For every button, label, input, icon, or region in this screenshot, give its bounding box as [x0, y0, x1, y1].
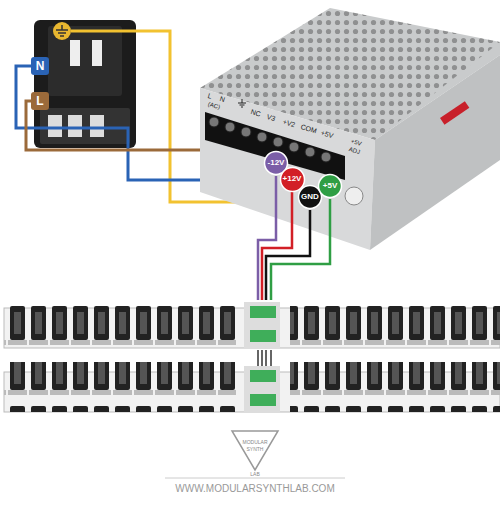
node-text: -12V: [268, 159, 285, 167]
node-text: L: [36, 95, 43, 107]
node-text: N: [36, 60, 45, 72]
logo-text: SYNTH: [247, 447, 264, 452]
voltage-badge: +5V: [317, 173, 343, 199]
node-text: +12V: [283, 175, 302, 183]
inlet-badge: L: [31, 92, 49, 110]
logo-text: MODULAR: [242, 440, 267, 445]
node-text: +5V: [323, 182, 337, 190]
logo-text: LAB: [250, 472, 259, 477]
website-url: WWW.MODULARSYNTHLAB.COM: [175, 484, 334, 494]
inlet-badge: N: [31, 57, 49, 75]
node-text: GND: [301, 193, 319, 201]
